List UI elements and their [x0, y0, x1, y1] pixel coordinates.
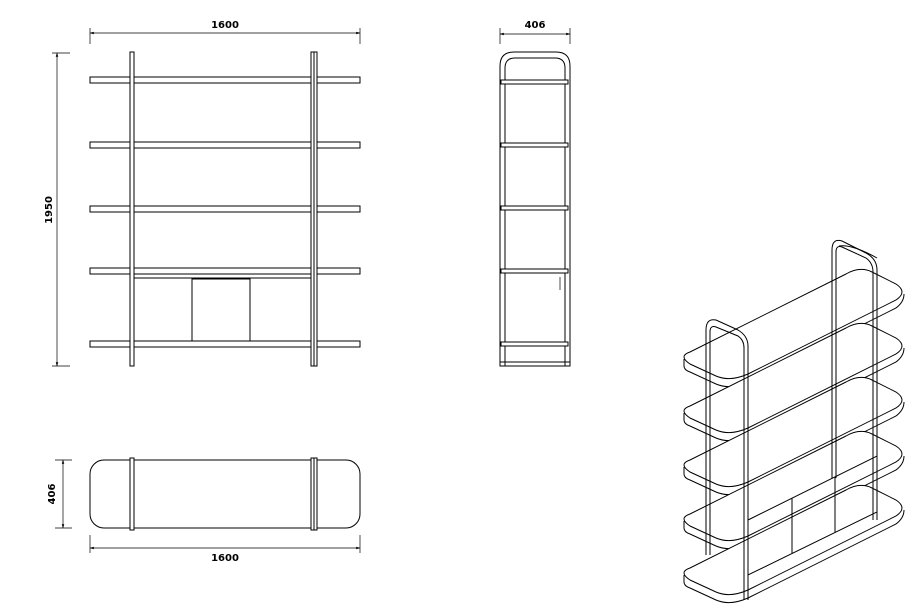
- top-width-dimension: 1600: [89, 535, 361, 564]
- cabinet-door: [191, 278, 251, 342]
- top-depth-dimension: 406: [47, 459, 72, 529]
- iso-right-upright: [831, 239, 878, 520]
- front-shelf: [89, 76, 361, 84]
- side-shelf: [500, 268, 569, 274]
- iso-shelf: [683, 322, 903, 434]
- front-width-label: 1600: [211, 20, 239, 31]
- side-shelf: [500, 79, 569, 85]
- front-height-label: 1950: [44, 196, 55, 224]
- top-depth-label: 406: [47, 484, 58, 505]
- iso-shelves: [683, 268, 905, 604]
- front-uprights: [129, 51, 318, 367]
- iso-shelf: [683, 268, 903, 380]
- side-outer-frame: [499, 51, 571, 367]
- side-inner-frame: [504, 57, 566, 366]
- top-width-label: 1600: [211, 553, 239, 564]
- side-shelf: [500, 341, 569, 347]
- iso-shelf: [683, 484, 903, 596]
- front-shelf: [89, 141, 361, 149]
- top-view: 406 1600: [47, 457, 361, 564]
- side-shelf: [500, 142, 569, 148]
- side-shelves: [500, 79, 569, 347]
- side-view: 406: [499, 20, 571, 367]
- iso-left-upright: [705, 319, 749, 600]
- top-left-upright: [129, 457, 135, 531]
- side-depth-label: 406: [525, 20, 546, 31]
- front-left-upright: [129, 51, 135, 367]
- front-height-dimension: 1950: [44, 52, 70, 367]
- side-depth-dimension: 406: [499, 20, 571, 44]
- top-outline: [89, 459, 361, 529]
- iso-shelf: [683, 430, 903, 542]
- iso-shelf-edge: [683, 509, 905, 604]
- front-width-dimension: 1600: [89, 20, 361, 44]
- iso-shelf: [683, 376, 903, 488]
- front-cabinet: [133, 277, 312, 342]
- front-shelf: [89, 205, 361, 213]
- isometric-view: [683, 239, 905, 604]
- front-shelves: [89, 76, 361, 348]
- side-shelf: [500, 205, 569, 211]
- front-shelf: [89, 267, 361, 275]
- front-view: 1600 1950: [44, 20, 361, 367]
